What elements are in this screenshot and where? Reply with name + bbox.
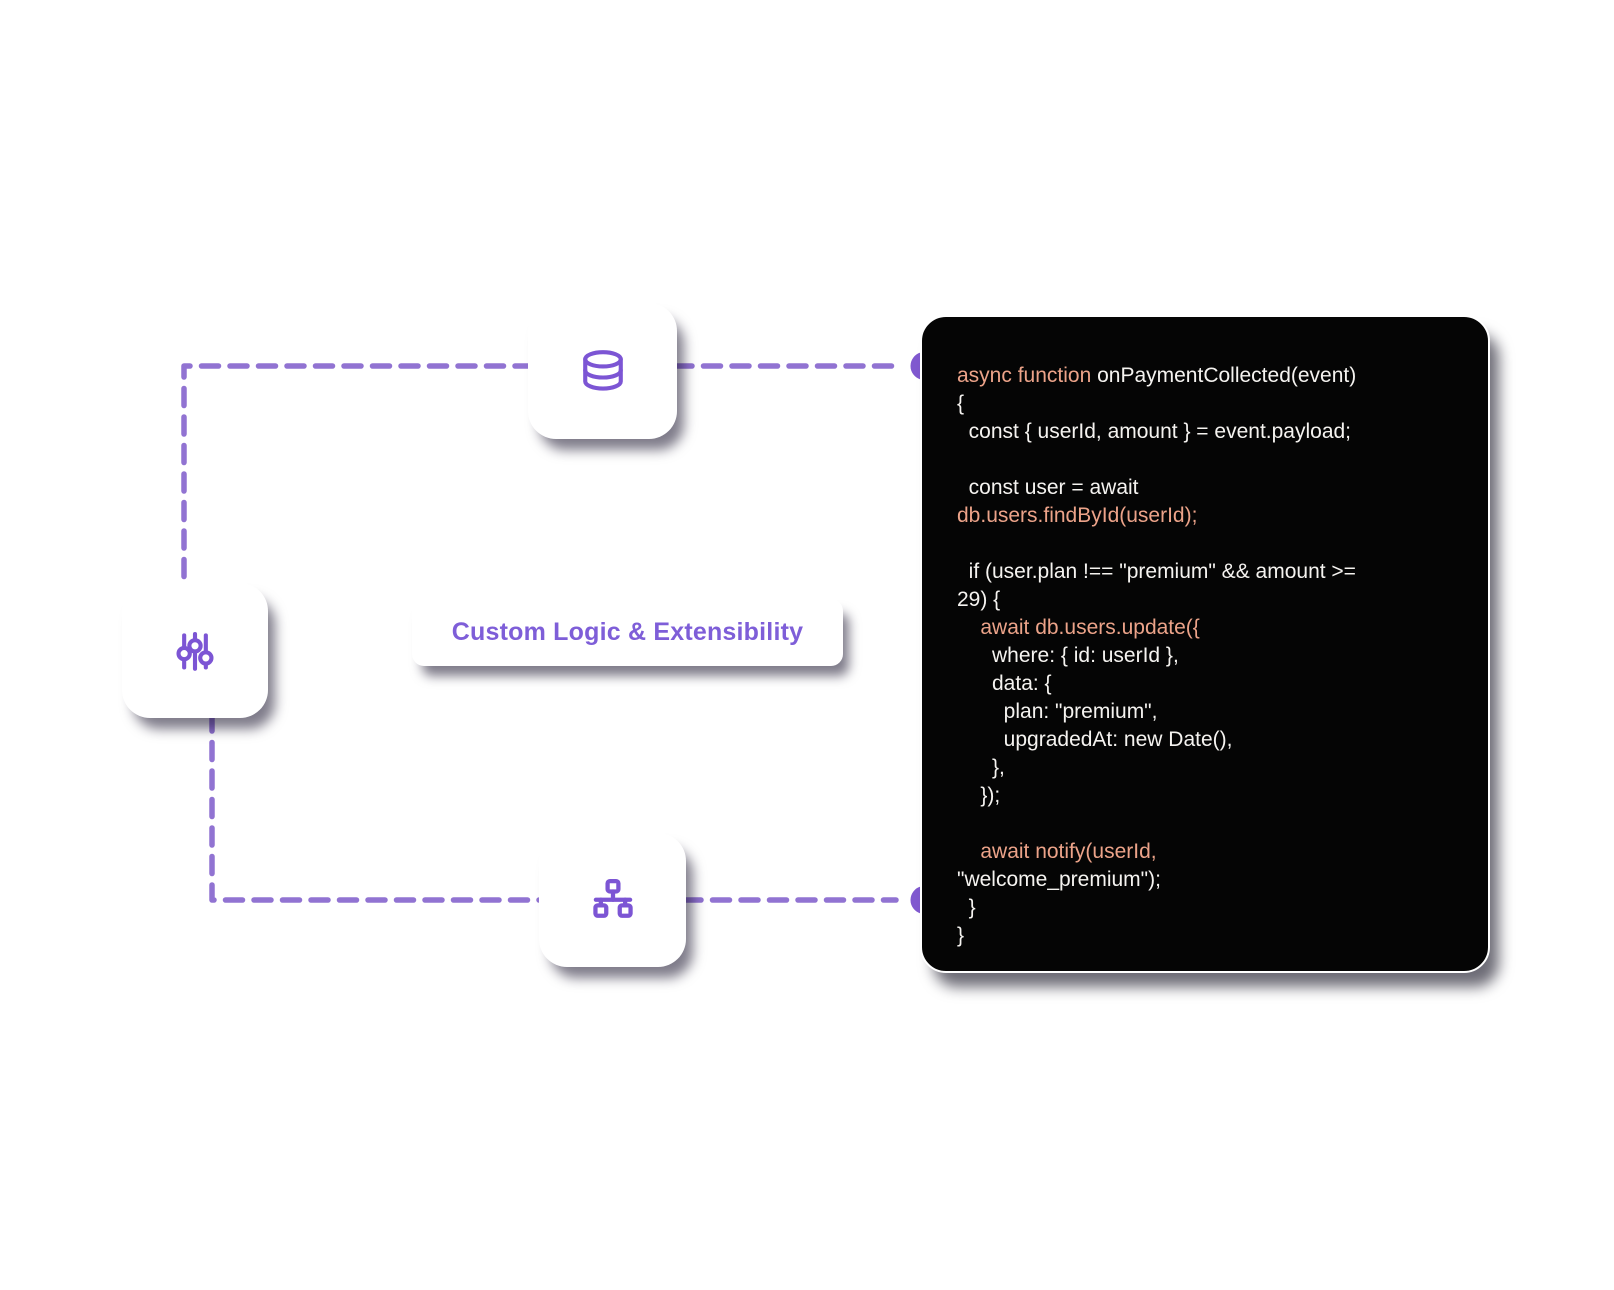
code-line: }	[957, 896, 976, 919]
code-line: async function onPaymentCollected(event)	[957, 364, 1357, 387]
sliders-card	[122, 583, 268, 718]
sliders-icon	[176, 631, 214, 671]
network-card	[539, 833, 686, 967]
code-line: data: {	[957, 672, 1052, 695]
database-icon	[582, 350, 623, 391]
code-line: plan: "premium",	[957, 700, 1158, 723]
code-line: });	[957, 784, 1001, 807]
code-line: }	[957, 924, 965, 947]
code-line: const user = await	[957, 476, 1139, 499]
code-line	[957, 530, 1460, 558]
database-card	[528, 303, 677, 439]
code-line	[957, 810, 1460, 838]
code-line: where: { id: userId },	[957, 644, 1179, 667]
code-line: "welcome_premium");	[957, 868, 1161, 891]
diagram-label: Custom Logic & Extensibility	[412, 599, 843, 666]
code-line: await notify(userId,	[980, 840, 1157, 863]
code-line: upgradedAt: new Date(),	[957, 728, 1233, 751]
network-icon	[592, 878, 633, 918]
code-line: const { userId, amount } = event.payload…	[957, 420, 1352, 443]
code-line: {	[957, 392, 965, 415]
code-panel: async function onPaymentCollected(event)…	[920, 315, 1490, 973]
code-line: db.users.findById(userId);	[957, 504, 1198, 527]
code-line: await db.users.update({	[980, 616, 1200, 639]
code-line: },	[957, 756, 1005, 779]
code-line	[957, 446, 1460, 474]
code-line: 29) {	[957, 588, 1001, 611]
connector-sliders-to-network	[209, 711, 548, 903]
code-line: if (user.plan !== "premium" && amount >=	[957, 560, 1356, 583]
code-block: async function onPaymentCollected(event)…	[957, 362, 1460, 950]
connector-db-to-sliders	[181, 363, 535, 591]
